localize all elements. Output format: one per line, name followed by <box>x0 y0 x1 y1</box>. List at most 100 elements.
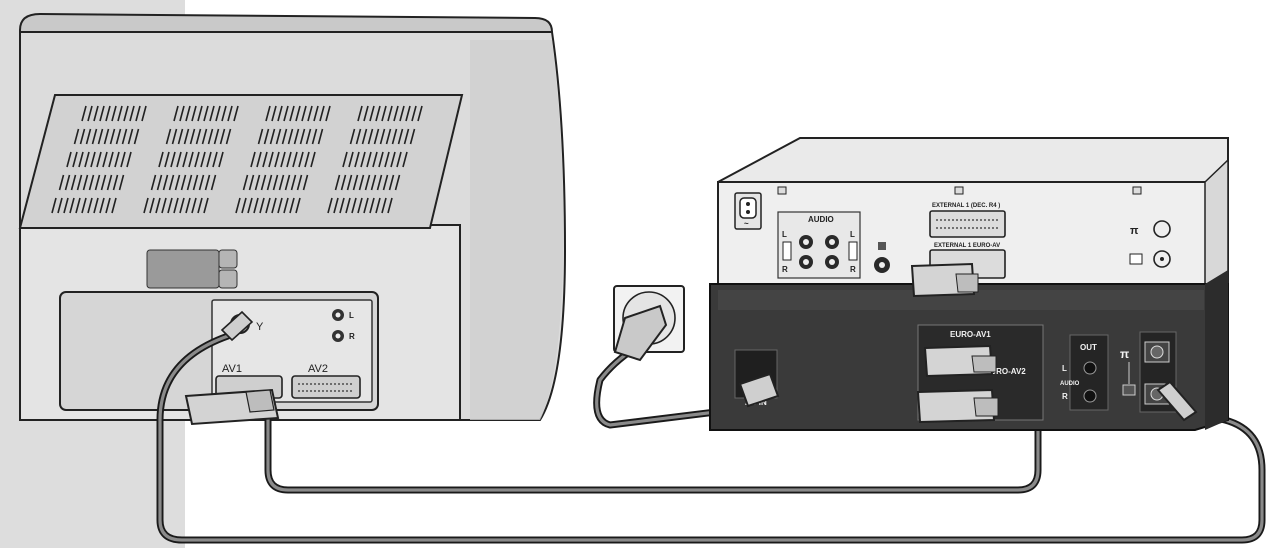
vent-slot <box>247 197 253 214</box>
dvd-audio-label: AUDIO <box>808 215 834 224</box>
vent-slot <box>281 128 288 145</box>
vent-slot <box>81 197 87 214</box>
vent-slot <box>352 174 359 191</box>
vent-slot <box>105 105 111 122</box>
vent-slot <box>299 128 306 145</box>
vent-slot <box>369 197 375 214</box>
vent-slot <box>342 151 348 168</box>
vent-slot <box>66 151 72 168</box>
vent-slot <box>257 128 264 145</box>
vent-slot <box>388 174 395 191</box>
vent-slot <box>233 105 239 122</box>
dvd-audio-l-label: L <box>782 230 787 239</box>
vent-slot <box>394 174 401 191</box>
vent-slot <box>149 197 155 214</box>
dvd-rf-in-icon: π <box>1130 225 1139 237</box>
vent-slot <box>346 174 353 191</box>
vent-slot <box>381 105 387 122</box>
vent-slot <box>387 105 393 122</box>
vcr-euro-av2-label: EURO-AV2 <box>985 367 1026 376</box>
vent-slot <box>167 197 173 214</box>
vent-slot <box>215 105 221 122</box>
vent-slot <box>121 128 128 145</box>
vent-slot <box>109 128 116 145</box>
vent-slot <box>390 151 396 168</box>
vent-slot <box>117 105 123 122</box>
tv-scart-plug <box>184 388 280 426</box>
dvd-audio-r2-label: R <box>850 265 856 274</box>
vent-slot <box>203 105 209 122</box>
vent-slot <box>206 151 212 168</box>
vent-slot <box>399 105 405 122</box>
vent-slot <box>143 197 149 214</box>
vent-slot <box>355 128 362 145</box>
vent-slot <box>375 105 381 122</box>
vent-slot <box>99 197 105 214</box>
vent-slot <box>248 174 255 191</box>
vent-slot <box>129 105 135 122</box>
vent-slot <box>357 197 363 214</box>
vcr-euro-av1-label: EURO-AV1 <box>950 330 991 339</box>
vent-slot <box>286 151 292 168</box>
vent-slot <box>115 128 122 145</box>
vent-slot <box>94 174 101 191</box>
vent-slot <box>250 151 256 168</box>
vent-slot <box>219 128 226 145</box>
vent-slot <box>192 174 199 191</box>
vent-slot <box>379 128 386 145</box>
dvd-audio-panel <box>777 211 861 279</box>
vent-slot <box>93 197 99 214</box>
vent-slot <box>367 128 374 145</box>
vent-slot <box>168 174 175 191</box>
vent-slot <box>235 197 241 214</box>
vent-slot <box>384 151 390 168</box>
vent-slot <box>366 151 372 168</box>
vent-slot <box>349 128 356 145</box>
vent-slot <box>99 105 105 122</box>
vent-slot <box>307 105 313 122</box>
vent-slot <box>176 151 182 168</box>
vent-slot <box>158 151 164 168</box>
vent-slot <box>378 151 384 168</box>
tv-scart-av1-label: AV1 <box>222 363 242 375</box>
vent-slot <box>185 105 191 122</box>
tv-label-plate <box>146 249 220 289</box>
vent-slot <box>256 151 262 168</box>
tv-antenna-plug <box>220 310 254 342</box>
vent-slot <box>254 174 261 191</box>
vent-slot <box>112 174 119 191</box>
vent-slot <box>78 151 84 168</box>
vent-slot <box>114 151 120 168</box>
tv-audio-r-label: R <box>349 332 355 341</box>
vent-slot <box>51 197 57 214</box>
vent-slot <box>82 174 89 191</box>
vent-slot <box>90 151 96 168</box>
vent-slot <box>319 105 325 122</box>
vent-slot <box>269 128 276 145</box>
vcr-scart-av1-plug <box>923 344 997 378</box>
vent-slot <box>277 105 283 122</box>
vent-slot <box>301 105 307 122</box>
vent-slot <box>127 128 134 145</box>
vent-slot <box>111 197 117 214</box>
dvd-audio-r-label: R <box>782 265 788 274</box>
vent-slot <box>225 128 232 145</box>
vent-slot <box>96 151 102 168</box>
vent-slot <box>100 174 107 191</box>
dvd-scart-top <box>929 210 1006 238</box>
vent-slot <box>118 174 125 191</box>
vcr-rf-in-icon: π <box>1120 347 1129 361</box>
vent-slot <box>84 151 90 168</box>
vent-slot <box>182 151 188 168</box>
vent-slot <box>348 151 354 168</box>
vent-slot <box>292 151 298 168</box>
vent-slot <box>304 151 310 168</box>
vent-slot <box>403 128 410 145</box>
vent-slot <box>369 105 375 122</box>
vent-slot <box>141 105 147 122</box>
vent-slot <box>188 151 194 168</box>
vent-slot <box>191 105 197 122</box>
vent-slot <box>260 174 267 191</box>
vent-slot <box>70 174 77 191</box>
